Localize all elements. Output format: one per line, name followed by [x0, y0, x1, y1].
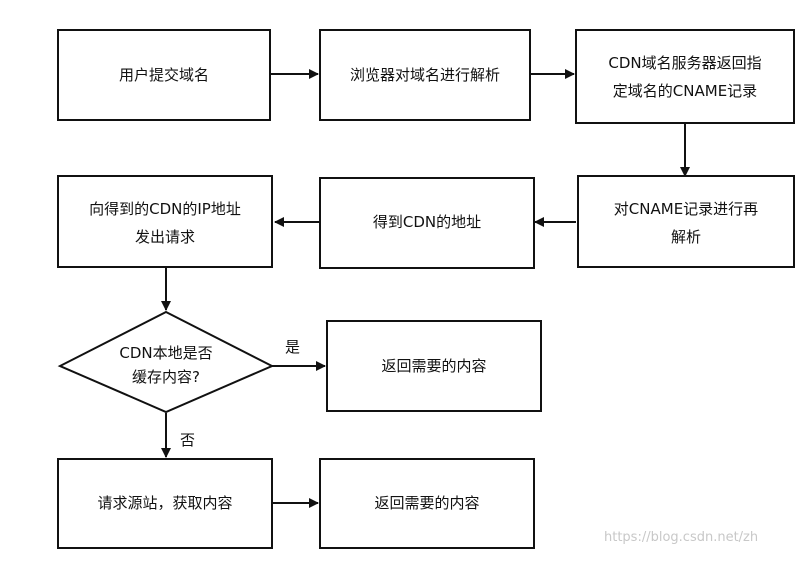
node-parse-cname	[577, 175, 795, 268]
edges	[161, 69, 690, 508]
node-get-cdn-addr	[319, 177, 535, 269]
label-parse-cname-line2: 解析	[671, 228, 701, 246]
label-request-cdn-ip-line2: 发出请求	[135, 228, 195, 246]
label-get-cdn-addr: 得到CDN的地址	[373, 213, 481, 231]
label-cdn-return-cname-line2: 定域名的CNAME记录	[613, 82, 757, 100]
node-cdn-return-cname	[575, 29, 795, 124]
node-request-origin	[57, 458, 273, 549]
node-browser-parse	[319, 29, 531, 121]
label-return-content-yes: 返回需要的内容	[381, 357, 486, 375]
label-cache-check-line2: 缓存内容?	[132, 368, 200, 386]
edge-label-yes: 是	[285, 338, 300, 356]
label-cache-check-line1: CDN本地是否	[119, 344, 212, 362]
label-cdn-return-cname-line1: CDN域名服务器返回指	[608, 54, 761, 72]
node-return-content-yes	[326, 320, 542, 412]
watermark-text: https://blog.csdn.net/zh	[604, 530, 758, 545]
label-request-origin: 请求源站，获取内容	[97, 494, 232, 512]
edge-labels: 是 否	[180, 338, 300, 449]
node-request-cdn-ip	[57, 175, 273, 268]
node-user-submit	[57, 29, 271, 121]
label-parse-cname-line1: 对CNAME记录进行再	[614, 200, 758, 218]
node-cache-check	[57, 310, 275, 414]
label-return-content-no: 返回需要的内容	[374, 494, 479, 512]
node-return-content-no	[319, 458, 535, 549]
label-browser-parse: 浏览器对域名进行解析	[350, 66, 500, 84]
edge-label-no: 否	[180, 431, 195, 449]
label-request-cdn-ip-line1: 向得到的CDN的IP地址	[89, 200, 241, 218]
label-user-submit: 用户提交域名	[119, 66, 209, 84]
nodes	[57, 29, 795, 549]
node-labels: 用户提交域名 浏览器对域名进行解析 CDN域名服务器返回指 定域名的CNAME记…	[89, 54, 761, 512]
